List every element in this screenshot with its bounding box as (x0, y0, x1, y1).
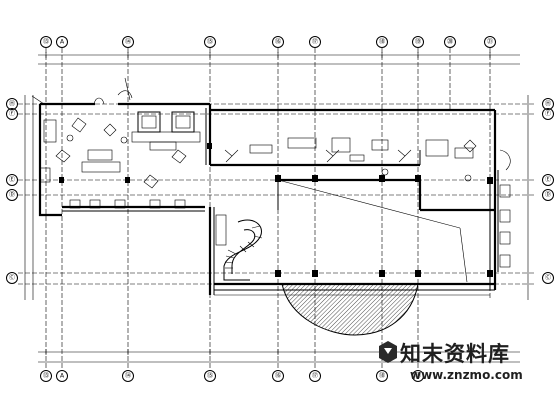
spiral-staircase (215, 214, 263, 281)
axis-label: Ⓓ (9, 191, 15, 199)
watermark-url: www.znzmo.com (410, 368, 523, 382)
right-axis-bubbles: Ⓗ Ⓕ Ⓔ Ⓓ Ⓒ (542, 98, 554, 284)
axis-label: ⑯ (275, 38, 281, 46)
hatched-stage-area (281, 283, 419, 336)
horizontal-grid-axes (18, 103, 535, 285)
axis-label: Ⓕ (9, 110, 15, 118)
exterior-walls (38, 102, 499, 296)
axis-label: A (60, 373, 65, 380)
axis-label: ⑰ (312, 38, 318, 46)
axis-label: Ⓗ (545, 100, 551, 108)
axis-label: Ⓔ (545, 176, 551, 184)
corridor-fixtures (224, 137, 511, 268)
top-axis-bubbles: ⑬ A ⑭ ⑮ ⑯ ⑰ ⑱ ⑲ ⑳ ㉑ (40, 36, 496, 48)
axis-label: ⑬ (43, 38, 49, 46)
axis-label: ㉑ (487, 38, 493, 46)
watermark-logo-icon (379, 341, 397, 363)
dimension-frame (24, 54, 529, 363)
axis-label: ⑬ (43, 372, 49, 380)
axis-label: ⑱ (379, 38, 385, 46)
axis-label: ⑱ (379, 372, 385, 380)
left-axis-bubbles: Ⓗ Ⓕ Ⓔ Ⓓ Ⓒ (6, 98, 18, 284)
lounge-furniture (31, 77, 201, 209)
axis-label: Ⓒ (545, 274, 551, 282)
axis-label: Ⓗ (9, 100, 15, 108)
axis-label: Ⓒ (9, 274, 15, 282)
axis-label: ⑲ (415, 38, 421, 46)
structural-columns (59, 143, 493, 277)
axis-label: ⑳ (447, 38, 453, 46)
axis-label: ⑮ (207, 372, 213, 380)
axis-label: ⑯ (275, 372, 281, 380)
dimension-ticks (45, 52, 491, 355)
axis-label: Ⓕ (545, 110, 551, 118)
axis-label: A (60, 39, 65, 46)
bottom-axis-bubbles: ⑬ A ⑭ ⑮ ⑯ ⑰ ⑱ ⑲ (40, 370, 424, 382)
watermark-brand: 知末资料库 (400, 342, 510, 366)
axis-label: ⑲ (415, 372, 421, 380)
axis-label: ⑰ (312, 372, 318, 380)
axis-label: ⑭ (125, 38, 131, 46)
axis-label: ⑮ (207, 38, 213, 46)
axis-label: ⑭ (125, 372, 131, 380)
axis-label: Ⓔ (9, 176, 15, 184)
axis-label: Ⓓ (545, 191, 551, 199)
